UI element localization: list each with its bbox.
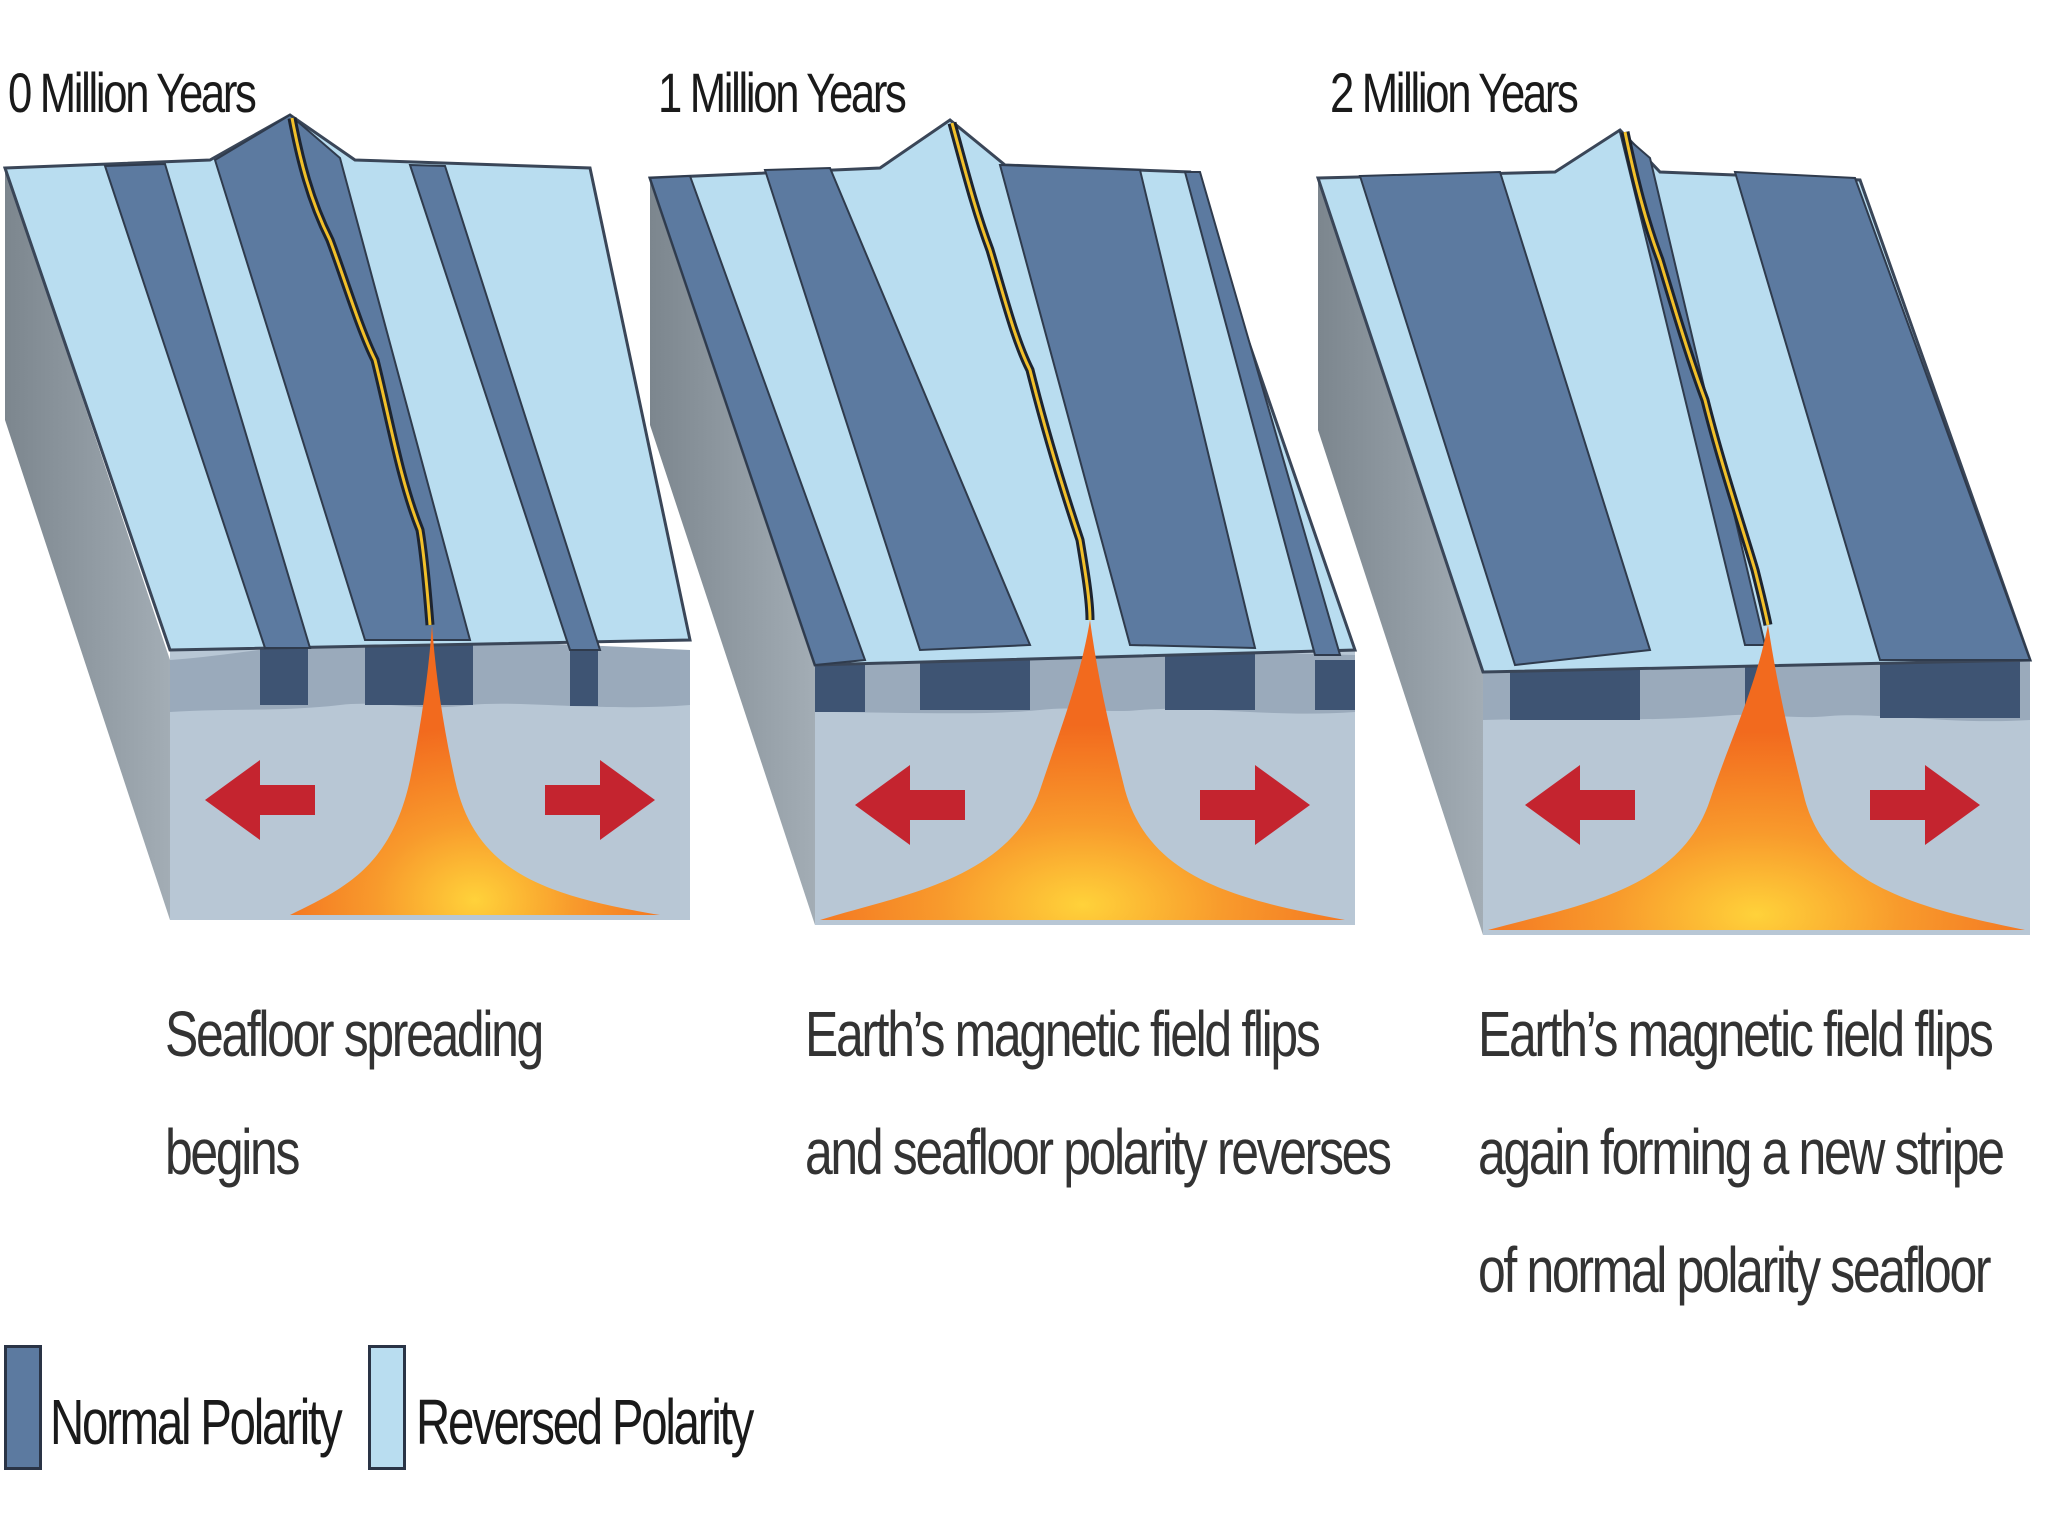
caption-panel-0: Seafloor spreading begins bbox=[165, 998, 544, 1188]
arrow-left-icon bbox=[855, 765, 965, 845]
legend-label-normal: Normal Polarity bbox=[50, 1386, 343, 1458]
panel-title-0: 0 Million Years bbox=[8, 61, 257, 124]
arrow-right-icon bbox=[545, 760, 655, 840]
arrow-right-icon bbox=[1870, 765, 1980, 845]
block-panel-2-million-years bbox=[1315, 128, 2033, 935]
caption-panel-1: Earth’s magnetic field flips and seafloo… bbox=[805, 998, 1392, 1188]
panel-title-1: 1 Million Years bbox=[658, 61, 907, 124]
arrow-right-icon bbox=[1200, 765, 1310, 845]
arrow-left-icon bbox=[205, 760, 315, 840]
block-panel-1-million-years bbox=[647, 118, 1358, 925]
arrow-left-icon bbox=[1525, 765, 1635, 845]
legend-swatch-reversed bbox=[368, 1345, 406, 1470]
block-panel-0-million-years bbox=[2, 113, 692, 920]
caption-panel-2: Earth’s magnetic field flips again formi… bbox=[1478, 998, 2005, 1306]
legend-swatch-normal bbox=[4, 1345, 42, 1470]
legend-label-reversed: Reversed Polarity bbox=[416, 1386, 754, 1458]
panel-title-2: 2 Million Years bbox=[1330, 61, 1579, 124]
